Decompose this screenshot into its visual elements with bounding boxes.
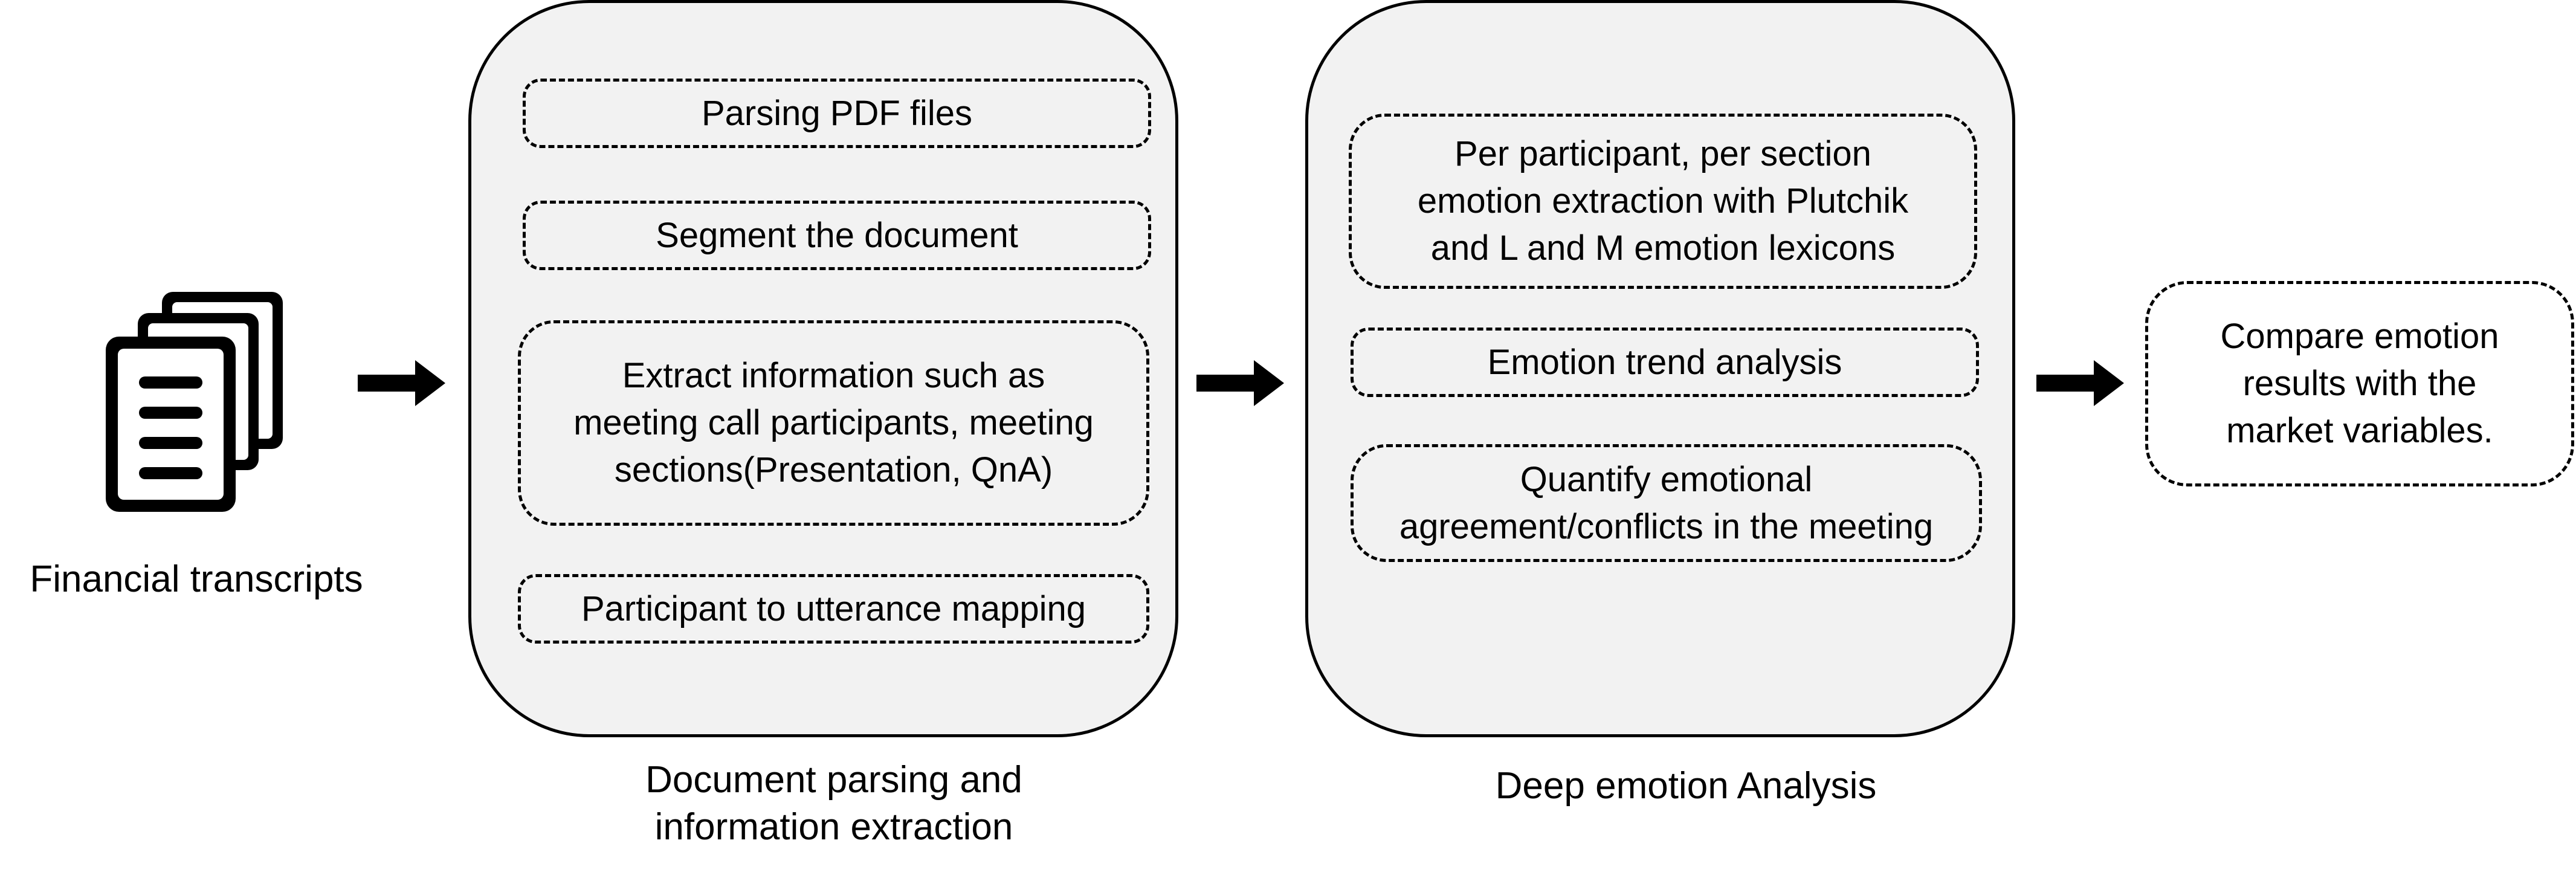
step-text-line: Per participant, per section: [1454, 134, 1871, 173]
arrow-right-icon: [358, 360, 445, 406]
step-text-line: and L and M emotion lexicons: [1430, 228, 1896, 268]
step-text-line: emotion extraction with Plutchik: [1417, 181, 1909, 221]
step-text: Participant to utterance mapping: [581, 589, 1086, 628]
arrow-right-icon: [2036, 360, 2124, 406]
input-label: Financial transcripts: [30, 558, 363, 600]
document-stack-icon: [106, 292, 283, 512]
step-text-line: Extract information such as: [622, 356, 1045, 395]
deep-emotion-panel: [1305, 0, 2015, 737]
step-emotion-extraction: Per participant, per section emotion ext…: [1349, 114, 1977, 289]
output-text-line: market variables.: [2226, 411, 2493, 450]
step-text-line: sections(Presentation, QnA): [614, 450, 1053, 489]
step-parsing-pdf: Parsing PDF files: [523, 79, 1151, 148]
panel1-caption-line: Document parsing and: [645, 759, 1022, 801]
panel1-caption: Document parsing and information extract…: [556, 757, 1112, 851]
step-text-line: agreement/conflicts in the meeting: [1399, 506, 1934, 546]
step-text: Segment the document: [656, 215, 1018, 255]
output-compare-box: Compare emotion results with the market …: [2145, 281, 2574, 486]
step-participant-mapping: Participant to utterance mapping: [518, 574, 1149, 644]
step-segment-document: Segment the document: [523, 201, 1151, 270]
step-text: Emotion trend analysis: [1487, 342, 1842, 382]
step-text-line: Quantify emotional: [1520, 459, 1813, 499]
output-text-line: results with the: [2242, 364, 2477, 403]
output-text-line: Compare emotion: [2220, 317, 2499, 356]
panel2-caption: Deep emotion Analysis: [1495, 765, 1877, 807]
step-emotion-trend: Emotion trend analysis: [1351, 328, 1979, 397]
step-text-line: meeting call participants, meeting: [573, 403, 1094, 442]
panel1-caption-line: information extraction: [654, 806, 1013, 848]
step-quantify-agreement: Quantify emotional agreement/conflicts i…: [1351, 444, 1982, 562]
step-text: Parsing PDF files: [701, 93, 973, 133]
step-extract-information: Extract information such as meeting call…: [518, 320, 1149, 526]
document-parsing-panel: [468, 0, 1178, 737]
arrow-right-icon: [1196, 360, 1284, 406]
